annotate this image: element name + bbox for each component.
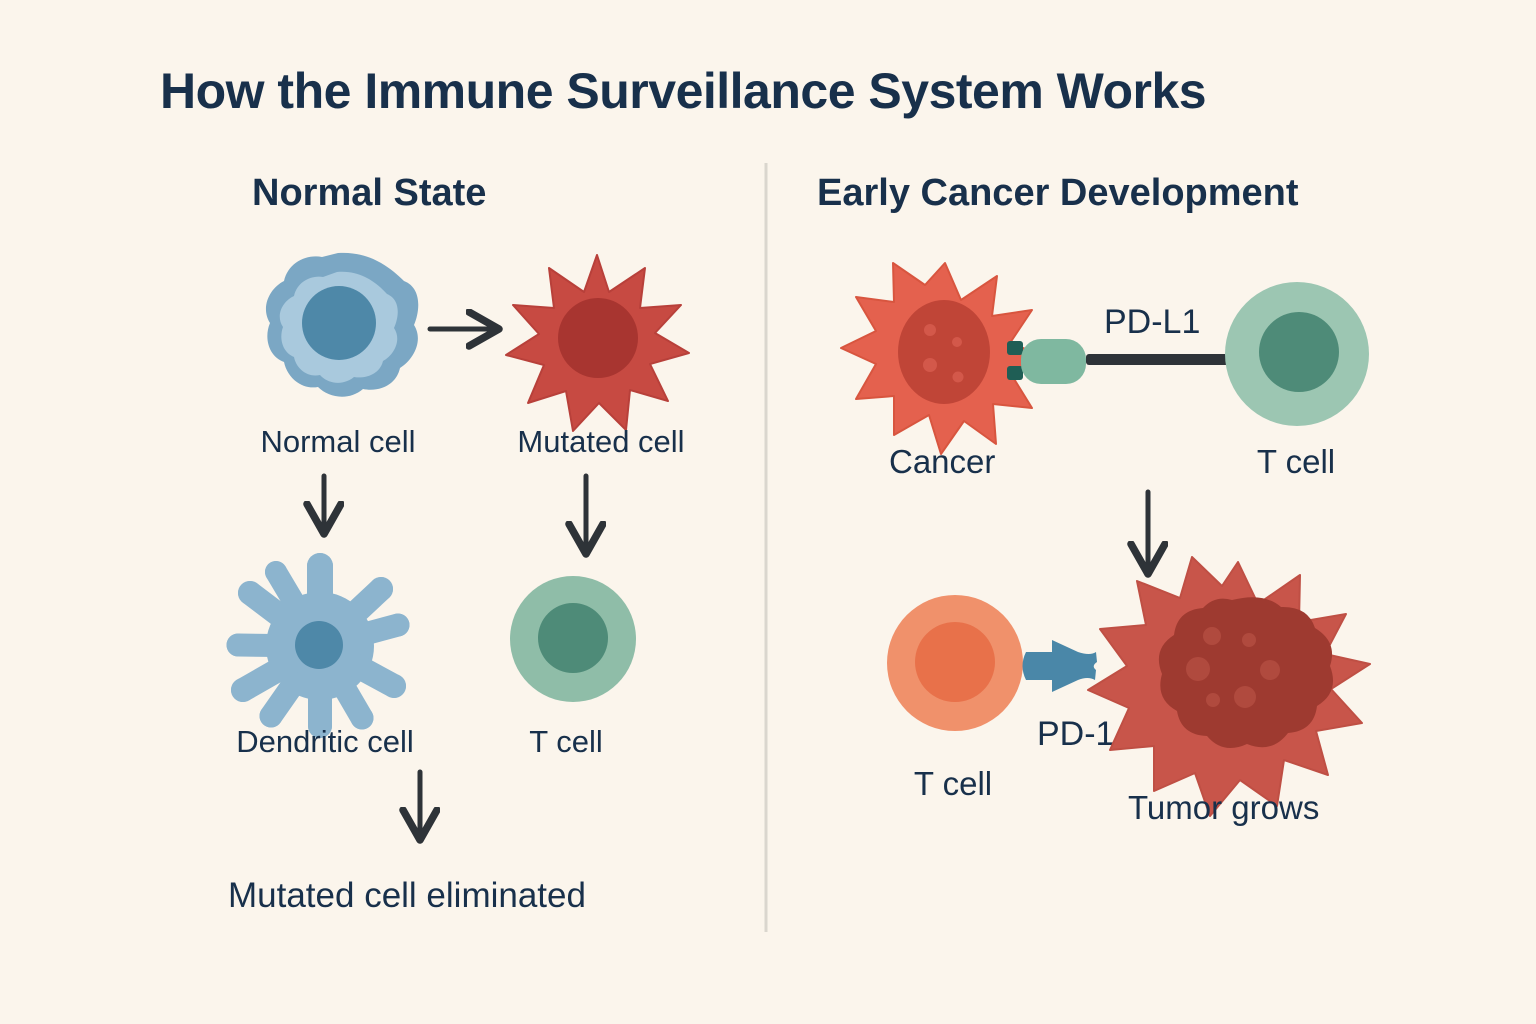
pd1-receptor-icon [1022,640,1097,692]
t-cell-left-icon [510,576,636,702]
pdl1-label: PD-L1 [1104,303,1200,341]
pd1-label: PD-1 [1037,715,1114,753]
cancer-cell-icon [840,262,1048,455]
tumor-label: Tumor grows [1128,789,1319,826]
right-panel-heading: Early Cancer Development [817,172,1299,214]
t-cell-right-bottom-icon [887,595,1023,731]
dendritic-cell-icon [226,553,410,738]
tumor-icon [1087,556,1371,817]
left-panel-heading: Normal State [252,172,486,214]
cancer-cell-label: Cancer [889,443,995,480]
t-cell-right-top-label: T cell [1257,443,1335,480]
t-cell-right-bottom-label: T cell [914,765,992,802]
normal-cell-label: Normal cell [260,424,415,459]
dendritic-cell-label: Dendritic cell [236,724,413,759]
t-cell-left-label: T cell [529,724,603,759]
mutated-cell-label: Mutated cell [517,424,684,459]
outcome-label: Mutated cell eliminated [228,876,586,915]
mutated-cell-icon [505,254,690,432]
pdl1-receptor-icon [1007,339,1236,384]
t-cell-right-top-icon [1225,282,1369,426]
page-title: How the Immune Surveillance System Works [160,63,1206,119]
normal-cell-icon [265,252,419,397]
